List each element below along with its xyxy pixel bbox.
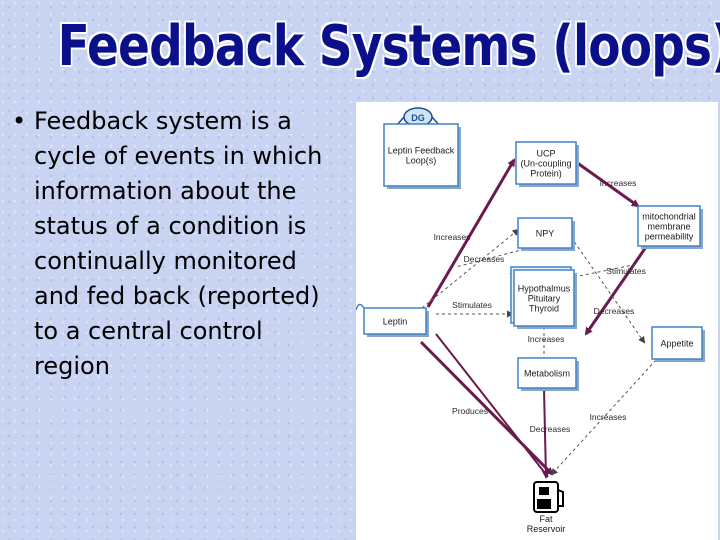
bullet-list: • Feedback system is a cycle of events i… (12, 104, 342, 384)
edge-label-stimulates-hpt: Stimulates (606, 266, 646, 276)
edge-label-increases-meta: Increases (528, 334, 565, 344)
node-label-fat-reservoir: Fat (539, 514, 553, 524)
node-label-line: permeability (645, 232, 694, 242)
node-label-line: Hypothalmus (518, 284, 571, 294)
diagram-labels: IncreasesIncreasesDecreasesStimulatesSti… (434, 178, 646, 434)
bullet-marker: • (12, 107, 27, 135)
node-label-line: membrane (647, 222, 690, 232)
node-label-line: UCP (536, 149, 555, 159)
node-label-line: Metabolism (524, 369, 570, 379)
node-label-line: Loop(s) (406, 156, 437, 166)
arrow-fat-return (435, 333, 549, 478)
slide-title: Feedback Systems (loops) (57, 14, 720, 79)
node-label-fat-reservoir: Reservoir (527, 524, 566, 534)
node-label-line: Leptin (383, 317, 408, 327)
node-npy: NPY (517, 217, 575, 251)
node-label-line: Protein) (530, 169, 562, 179)
node-label-line: Thyroid (529, 304, 559, 314)
node-appetite: Appetite (651, 326, 705, 362)
node-label-line: Pituitary (528, 294, 561, 304)
node-label-line: Appetite (660, 339, 693, 349)
arrow-leptin-to-fat (419, 340, 554, 476)
edge-label-increases-app: Increases (590, 412, 627, 422)
edge-label-decreases-meta: Decreases (530, 424, 571, 434)
node-label-line: mitochondrial (642, 212, 696, 222)
edge-label-increases-ucp: Increases (600, 178, 637, 188)
arrow-mito-to-hpt (584, 246, 648, 336)
arrow-ucp-to-mito (575, 160, 640, 208)
node-metabolism: Metabolism (517, 357, 579, 391)
node-label-line: NPY (536, 229, 555, 239)
edge-label-produces: Produces (452, 406, 488, 416)
dash-appetite-to-fat (550, 359, 657, 476)
fuel-pump-icon (533, 481, 564, 513)
edge-label-decreases-npy: Decreases (464, 254, 505, 264)
arrow-leptin-to-ucp (426, 158, 516, 308)
edge-label-stimulates-leptin: Stimulates (452, 300, 492, 310)
node-label-line: (Un-coupling (520, 159, 571, 169)
diagram-nodes: Leptin FeedbackLoop(s)UCP(Un-couplingPro… (356, 123, 705, 534)
dash-leptin-to-npy (421, 228, 520, 309)
dash-stimulates-hpt (573, 263, 639, 278)
node-label-line: Leptin Feedback (388, 146, 455, 156)
svg-text:DG: DG (411, 113, 425, 123)
dash-npy-to-appetite (570, 236, 646, 344)
solid-arrows (419, 158, 648, 479)
edge-label-decreases-app: Decreases (594, 306, 635, 316)
bullet-text: Feedback system is a cycle of events in … (34, 107, 323, 380)
edge-label-increases-npy: Increases (434, 232, 471, 242)
neuron-icon: DG (395, 107, 441, 132)
arrow-metabolism-to-fat (541, 388, 550, 479)
node-leptin: Leptin (356, 303, 429, 337)
